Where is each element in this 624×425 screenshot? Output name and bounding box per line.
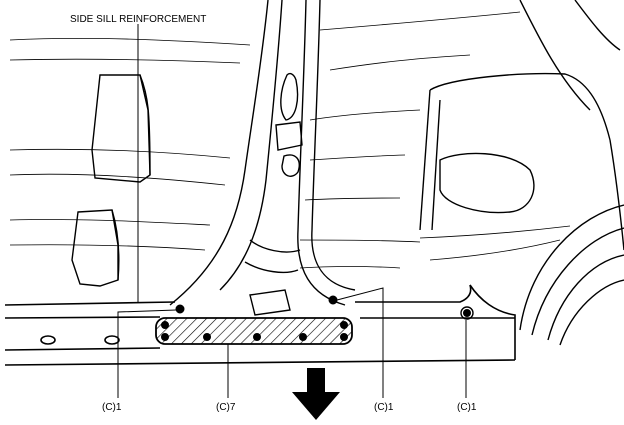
callout-left-label: (C)1 [102,402,122,413]
down-arrow-icon [292,368,340,420]
side-sill-reinforcement [4,284,516,366]
callout-center-label: (C)7 [216,402,236,413]
callout-right-inner-label: (C)1 [374,402,394,413]
rear-wheel-arch [519,204,624,346]
background-contour-lines [9,11,571,269]
b-pillar [169,0,356,316]
callout-right-outer-label: (C)1 [457,402,477,413]
spot-weld-points [161,295,474,341]
part-name-label: SIDE SILL REINFORCEMENT [70,14,206,25]
right-rear-panel [419,0,624,251]
left-panel-block [71,74,151,287]
leader-lines [117,24,467,398]
